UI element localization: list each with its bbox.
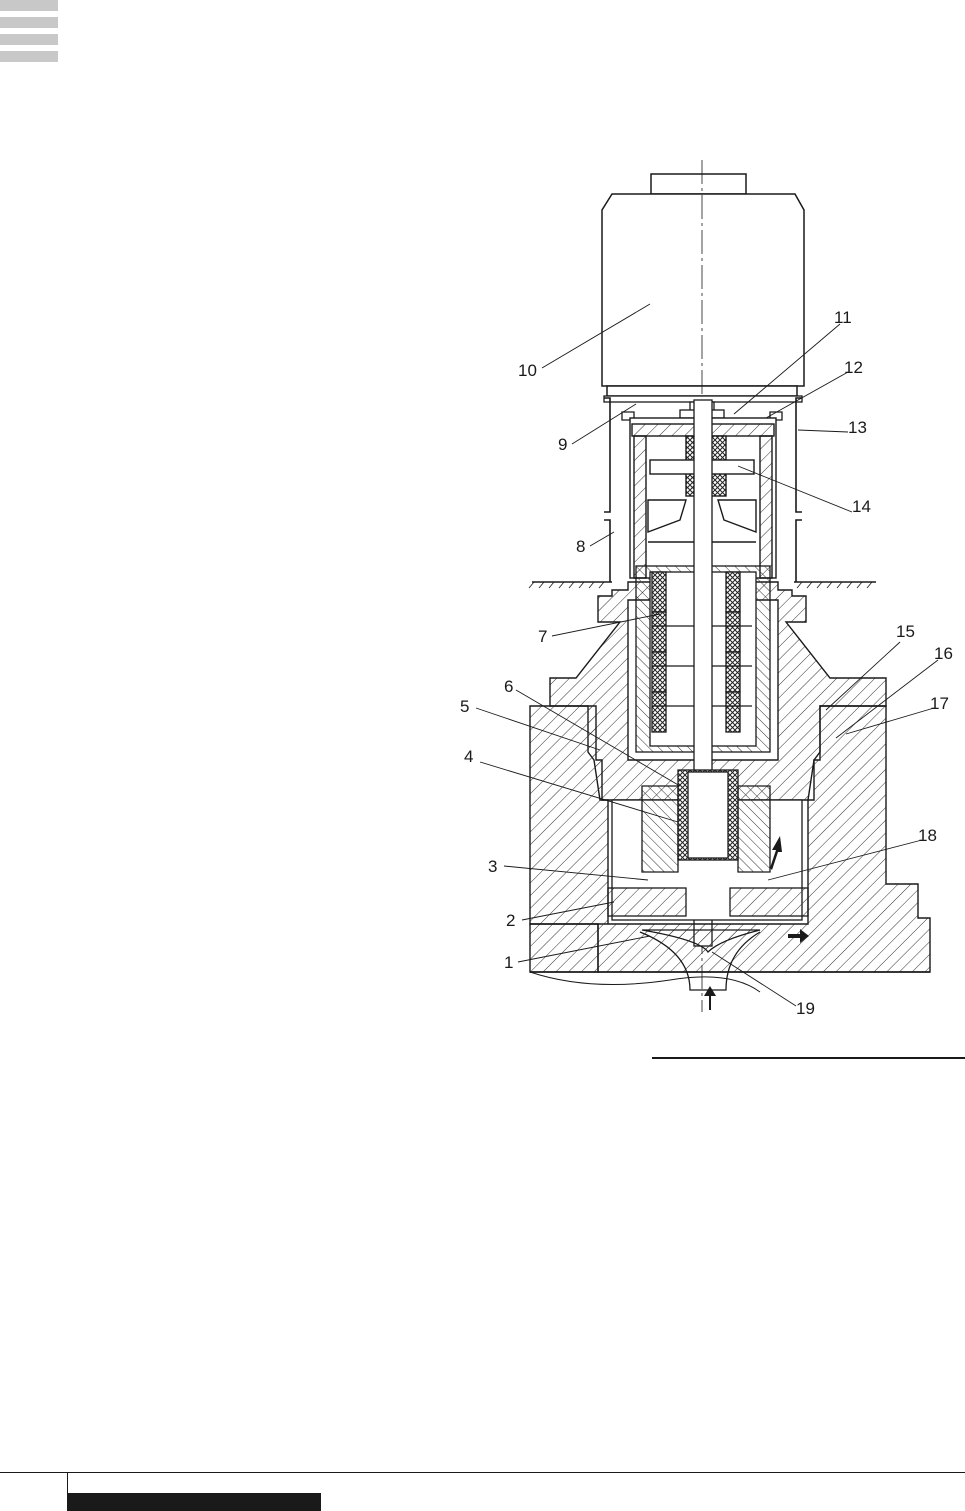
svg-text:10: 10 [518,361,537,380]
caption-rule [652,1057,965,1059]
svg-text:14: 14 [852,497,871,516]
svg-text:11: 11 [834,308,852,327]
motor [602,174,804,396]
svg-text:4: 4 [464,747,473,766]
svg-text:8: 8 [576,537,585,556]
svg-text:18: 18 [918,826,937,845]
svg-text:2: 2 [506,911,515,930]
footer-bar [67,1493,321,1511]
svg-text:5: 5 [460,697,469,716]
svg-text:16: 16 [934,644,953,663]
svg-text:17: 17 [930,694,949,713]
svg-text:1: 1 [504,953,513,972]
svg-text:15: 15 [896,622,915,641]
svg-text:13: 13 [848,418,867,437]
svg-text:12: 12 [844,358,863,377]
callout-9: 9 [558,404,636,454]
svg-text:7: 7 [538,627,547,646]
callout-8: 8 [576,532,614,556]
footer-rule [0,1472,965,1473]
svg-text:19: 19 [796,999,815,1018]
svg-text:6: 6 [504,677,513,696]
svg-text:3: 3 [488,857,497,876]
callout-13: 13 [798,418,867,437]
svg-text:9: 9 [558,435,567,454]
